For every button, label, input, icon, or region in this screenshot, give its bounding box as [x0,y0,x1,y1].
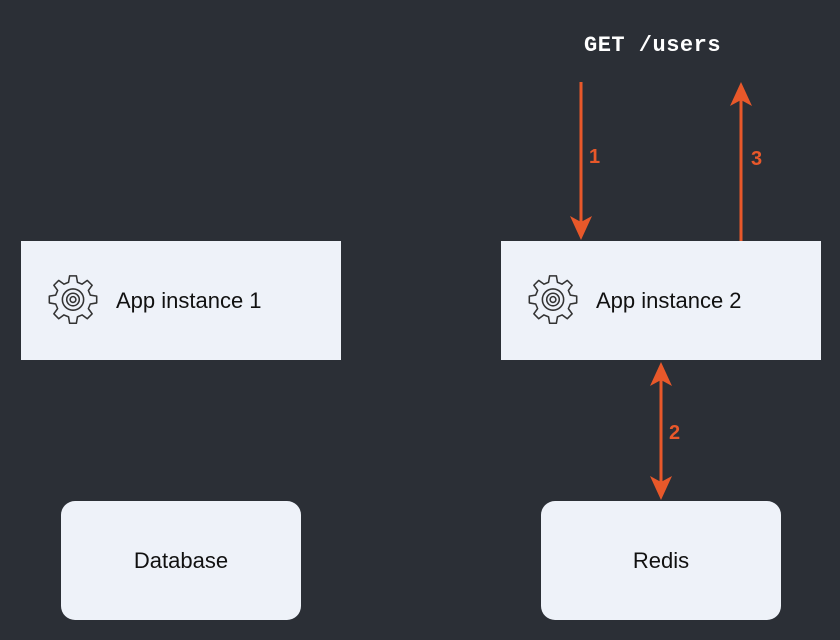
step-2-label: 2 [669,422,681,444]
arrow-step-3 [730,82,752,241]
app-instance-2-node[interactable]: App instance 2 [501,241,821,360]
arrow-step-1 [570,82,592,240]
arrow-step-2 [650,362,672,500]
redis-node[interactable]: Redis [541,501,781,620]
request-label: GET /users [584,33,722,58]
app-instance-1-node[interactable]: App instance 1 [21,241,341,360]
database-label: Database [133,547,229,573]
gear-icon [528,274,578,324]
gear-icon [48,274,98,324]
step-1-label: 1 [589,146,601,168]
app-instance-2-label: App instance 2 [596,287,742,313]
app-instance-1-label: App instance 1 [116,287,262,313]
redis-label: Redis [632,547,690,573]
step-3-label: 3 [751,148,763,170]
database-node[interactable]: Database [61,501,301,620]
